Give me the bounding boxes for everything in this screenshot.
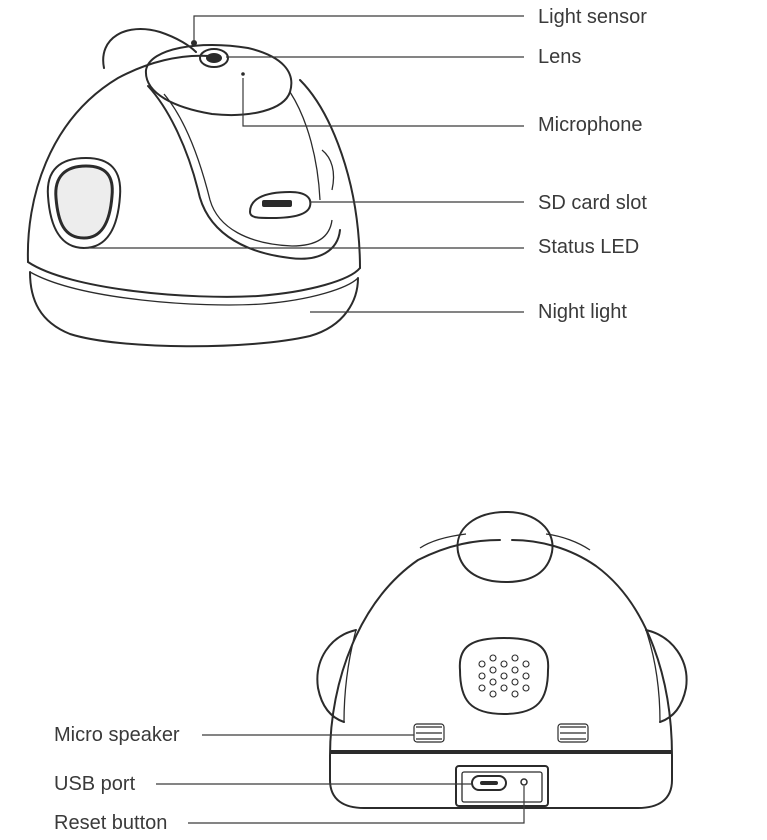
leader-reset-button	[188, 786, 525, 824]
back-view-leaders	[156, 734, 525, 824]
label-usb-port: USB port	[54, 773, 136, 795]
ear-right-inner	[645, 629, 661, 723]
top-knob	[456, 511, 554, 553]
front-button-inner	[54, 164, 114, 240]
arm-right-edge	[289, 91, 321, 201]
back-base	[329, 755, 673, 809]
usb-c-tongue	[480, 781, 498, 785]
label-light-sensor: Light sensor	[538, 6, 647, 28]
arm-inner	[163, 93, 333, 247]
speaker-vent-left	[413, 723, 445, 743]
speaker-grille	[478, 654, 530, 698]
sd-slot-opening	[262, 200, 292, 207]
front-button-outer	[46, 157, 122, 249]
port-recess-inner	[461, 771, 543, 803]
microphone-dot	[241, 72, 245, 76]
back-dome-left	[329, 539, 501, 757]
back-dome-right	[511, 539, 673, 757]
ear-left-inner	[343, 629, 357, 723]
leader-light-sensor	[193, 15, 524, 40]
port-recess	[455, 765, 549, 807]
reset-hole	[520, 778, 528, 786]
label-microphone: Microphone	[538, 114, 643, 136]
side-bump	[321, 149, 335, 191]
camera-base-bottom	[29, 271, 359, 348]
camera-base-top	[27, 261, 361, 298]
top-knob-front	[457, 551, 553, 583]
speaker-vent-right	[557, 723, 589, 743]
usb-c-port	[471, 775, 507, 791]
front-view-leaders	[84, 15, 524, 313]
label-sd-card-slot: SD card slot	[538, 192, 647, 214]
ear-right	[645, 629, 688, 723]
back-view-camera	[316, 511, 688, 809]
label-micro-speaker: Micro speaker	[54, 724, 180, 746]
camera-dome-right	[299, 79, 361, 269]
lens-glass	[206, 53, 222, 63]
arm-outer	[147, 85, 341, 260]
label-status-led: Status LED	[538, 236, 640, 258]
label-reset-button: Reset button	[54, 812, 168, 834]
knob-ring-left	[419, 533, 467, 549]
lens-head	[144, 43, 293, 116]
front-view-camera	[26, 28, 361, 348]
light-sensor-dot	[191, 40, 197, 46]
label-lens: Lens	[538, 46, 582, 68]
sd-slot-frame	[249, 191, 312, 219]
leader-microphone	[242, 78, 524, 127]
camera-dome-left	[26, 54, 211, 263]
knob-ring-right	[545, 533, 591, 551]
camera-base-band	[29, 271, 359, 306]
speaker-panel	[458, 637, 550, 715]
lens-ring	[199, 48, 229, 68]
label-night-light: Night light	[538, 301, 627, 323]
ear-left	[316, 629, 357, 723]
